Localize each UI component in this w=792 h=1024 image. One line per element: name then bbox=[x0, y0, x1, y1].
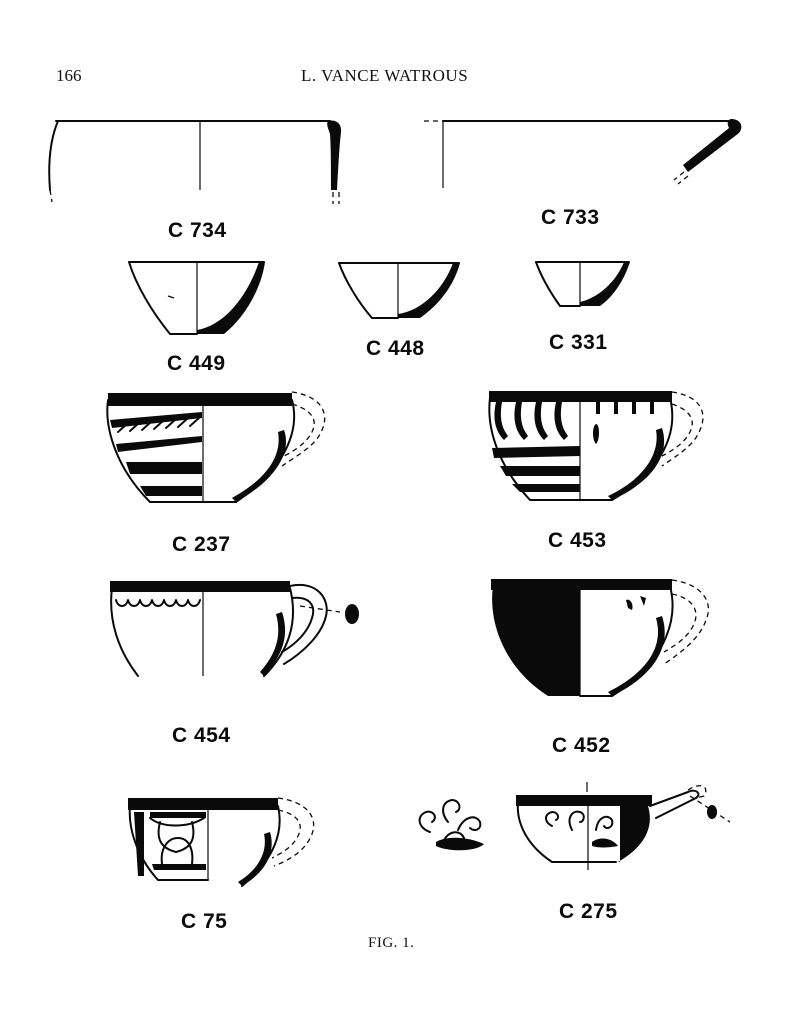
running-head-author: L. VANCE WATROUS bbox=[301, 66, 469, 85]
vessel-drawing-c453 bbox=[488, 391, 704, 501]
motif-detail-c275 bbox=[418, 799, 484, 851]
vessel-label-c454: C 454 bbox=[172, 724, 231, 747]
vessel-drawing-c452 bbox=[491, 579, 710, 697]
vessel-label-c453: C 453 bbox=[548, 529, 607, 552]
vessel-drawing-c448 bbox=[338, 262, 460, 319]
vessel-drawing-c75 bbox=[128, 797, 315, 887]
vessel-label-c449: C 449 bbox=[167, 352, 226, 375]
vessel-drawing-c454 bbox=[110, 581, 359, 677]
vessel-drawing-c734 bbox=[48, 120, 342, 204]
page-number: 166 bbox=[56, 66, 82, 85]
vessel-label-c734: C 734 bbox=[168, 219, 227, 242]
vessel-drawing-c449 bbox=[128, 261, 265, 335]
vessel-drawing-c275 bbox=[516, 782, 731, 870]
vessel-label-c237: C 237 bbox=[172, 533, 231, 556]
vessel-drawing-c733 bbox=[424, 119, 742, 188]
vessel-label-c75: C 75 bbox=[181, 910, 228, 933]
vessel-label-c331: C 331 bbox=[549, 331, 608, 354]
figure-caption: FIG. 1. bbox=[368, 935, 415, 951]
vessel-label-c452: C 452 bbox=[552, 734, 611, 757]
vessel-label-c448: C 448 bbox=[366, 337, 425, 360]
vessel-label-c275: C 275 bbox=[559, 900, 618, 923]
vessel-drawing-c331 bbox=[535, 261, 630, 307]
vessel-drawing-c237 bbox=[106, 391, 326, 503]
vessel-label-c733: C 733 bbox=[541, 206, 600, 229]
